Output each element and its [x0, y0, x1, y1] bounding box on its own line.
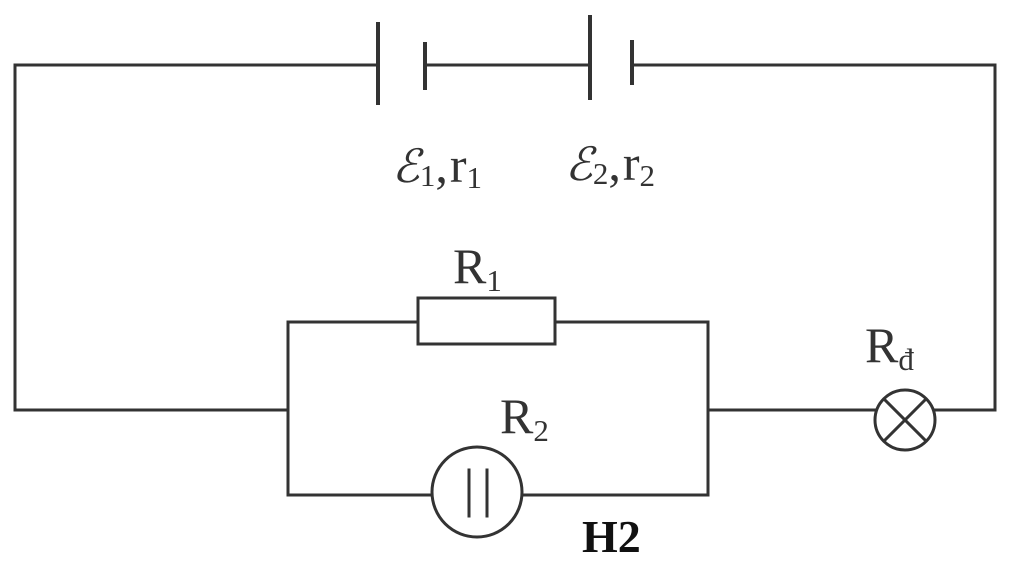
electrolytic-cell-icon [430, 445, 524, 539]
battery-2-emf-sub: 2 [593, 156, 609, 191]
battery-1-label: ℰ1,r1 [392, 137, 482, 195]
resistor-r1: R1 [416, 238, 557, 346]
electrolytic-cell-r2-label: R2 [500, 388, 549, 448]
resistor-r1-letter: R [453, 238, 487, 294]
battery-2: ℰ2,r2 [565, 15, 655, 193]
figure-caption: H2 [582, 511, 641, 562]
lamp-rd-letter: R [865, 317, 899, 373]
lamp-rd: Rđ [865, 317, 937, 452]
battery-cell-icon [588, 15, 634, 100]
battery-1-r-sub: 1 [467, 160, 483, 195]
battery-2-r: r [623, 135, 640, 191]
battery-2-label: ℰ2,r2 [565, 135, 655, 193]
lamp-rd-sub: đ [898, 342, 914, 377]
electrolytic-cell-r2-letter: R [500, 388, 534, 444]
lamp-cross-line-2 [881, 396, 929, 444]
resistor-box-icon [416, 296, 557, 346]
lamp-cross-icon [873, 388, 937, 452]
battery-1-separator: , [435, 137, 448, 193]
resistor-r1-sub: 1 [486, 263, 502, 298]
electrolytic-cell-r2-sub: 2 [533, 413, 549, 448]
battery-1: ℰ1,r1 [376, 22, 482, 195]
battery-1-emf-sub: 1 [420, 158, 436, 193]
resistor-r1-label: R1 [453, 238, 502, 298]
lamp-rd-label: Rđ [865, 317, 914, 377]
battery-1-r: r [450, 137, 467, 193]
battery-1-emf-symbol: ℰ [392, 139, 424, 193]
electrolytic-cell-circle [430, 445, 524, 539]
electrolytic-cell-r2: R2 [430, 388, 549, 539]
battery-2-r-sub: 2 [640, 158, 656, 193]
wires [13, 63, 997, 497]
battery-cell-icon [376, 22, 427, 105]
battery-2-separator: , [608, 135, 621, 191]
battery-2-emf-symbol: ℰ [565, 137, 597, 191]
